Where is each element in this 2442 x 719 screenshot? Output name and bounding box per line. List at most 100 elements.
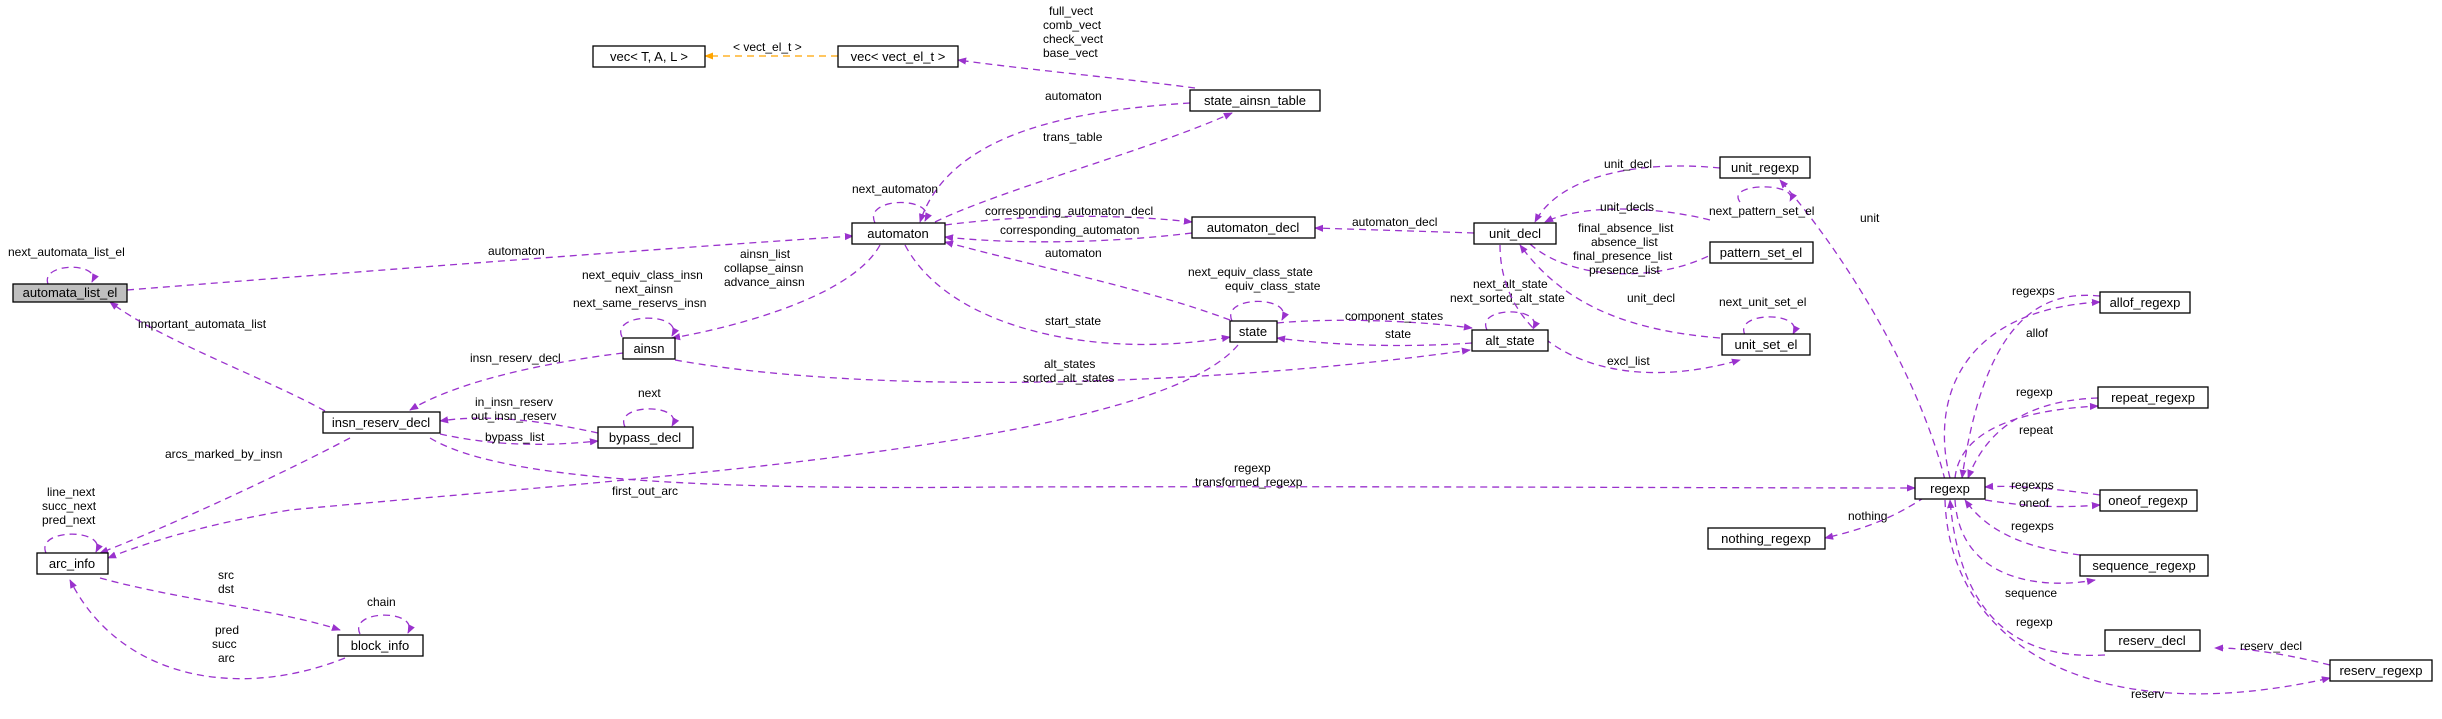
edge-label: important_automata_list [138,317,267,331]
node-unit-regexp[interactable]: unit_regexp [1719,156,1811,179]
edge-pred-succ-arc [69,579,346,680]
edge-label: advance_ainsn [724,275,805,289]
edge-unit [1779,179,1946,481]
node-label: ainsn [633,341,664,356]
edge-automaton-decl [1314,224,1475,234]
edge-regexp [429,437,1916,492]
node-arc-info[interactable]: arc_info [36,552,109,575]
edge-label: final_presence_list [1573,249,1673,263]
node-label: oneof_regexp [2108,493,2188,508]
node-state-ainsn-table[interactable]: state_ainsn_table [1189,89,1321,112]
edge-label: automaton_decl [1352,215,1437,229]
node-block-info[interactable]: block_info [337,634,424,657]
edge-state-self [1230,300,1289,322]
nodes: automata_list_el vec< T, A, L > vec< vec… [12,45,2433,682]
edge-label: presence_list [1589,263,1660,277]
edge-label: collapse_ainsn [724,261,803,275]
edge-pattern-lists [1529,243,1721,275]
node-alt-state[interactable]: alt_state [1471,329,1549,352]
node-label: allof_regexp [2110,295,2181,310]
edge-label: next_automata_list_el [8,245,125,259]
node-label: pattern_set_el [1720,245,1803,260]
edge-label: automaton [488,244,545,258]
edge-label: excl_list [1607,354,1650,368]
edge-label: corresponding_automaton [1000,223,1139,237]
edge-oneof [1984,499,2101,510]
edge-label: comb_vect [1043,18,1102,32]
edge-nothing [1824,496,1926,540]
node-automata-list-el[interactable]: automata_list_el [12,283,128,303]
edge-label: next_alt_state [1473,277,1548,291]
node-label: unit_set_el [1735,337,1798,352]
edge-label: regexps [2011,478,2054,492]
node-label: insn_reserv_decl [332,415,430,430]
edge-next-automata-list-el [46,266,99,285]
edge-label: regexps [2011,519,2054,533]
edge-label: succ [212,637,237,651]
node-regexp[interactable]: regexp [1914,477,1986,500]
node-repeat-regexp[interactable]: repeat_regexp [2097,386,2209,409]
edge-ainsn-self [620,317,680,338]
edge-corresponding-automaton-decl [944,215,1193,226]
edge-label: sequence [2005,586,2057,600]
edge-label: next_ainsn [615,282,673,296]
node-label: bypass_decl [609,430,681,445]
edge-label: regexp [1234,461,1271,475]
node-reserv-decl[interactable]: reserv_decl [2104,629,2201,652]
node-state[interactable]: state [1229,320,1278,343]
edge-next-automaton [872,201,932,224]
node-pattern-set-el[interactable]: pattern_set_el [1709,241,1814,264]
node-automaton-decl[interactable]: automaton_decl [1191,216,1316,239]
edge-label: src [218,568,234,582]
edge-label: sorted_alt_states [1023,371,1114,385]
edge-arc-self [44,533,103,554]
edge-first-out-arc [107,344,1239,559]
node-label: block_info [351,638,410,653]
edge-excl-list [1499,244,1741,374]
edge-label: start_state [1045,314,1101,328]
edge-ainsn-lists [671,244,881,341]
edge-label: next_equiv_class_insn [582,268,703,282]
edge-label: next_pattern_set_el [1709,204,1814,218]
edge-bypass-list [439,433,599,446]
node-reserv-regexp[interactable]: reserv_regexp [2329,659,2433,682]
node-automaton[interactable]: automaton [851,222,946,245]
node-vec-vect-el-t[interactable]: vec< vect_el_t > [837,45,959,68]
edge-label: check_vect [1043,32,1104,46]
edge-label: arc [218,651,235,665]
node-oneof-regexp[interactable]: oneof_regexp [2099,489,2198,512]
edge-label: in_insn_reserv [475,395,553,409]
node-vec-t-a-l[interactable]: vec< T, A, L > [592,45,706,68]
edge-unit-decl-top [1534,165,1721,223]
edge-next-pattern-set-el [1737,186,1797,203]
node-label: reserv_decl [2118,633,2185,648]
node-insn-reserv-decl[interactable]: insn_reserv_decl [322,411,441,434]
node-label: unit_decl [1489,226,1541,241]
edge-label: dst [218,582,235,596]
node-label: reserv_regexp [2339,663,2422,678]
edge-label: regexp [2016,615,2053,629]
edge-label: equiv_class_state [1225,279,1321,293]
node-ainsn[interactable]: ainsn [622,337,676,360]
edge-label: nothing [1848,509,1887,523]
node-unit-set-el[interactable]: unit_set_el [1721,333,1811,356]
node-allof-regexp[interactable]: allof_regexp [2099,291,2191,314]
node-sequence-regexp[interactable]: sequence_regexp [2079,554,2209,577]
edge-repeat-regexp [1967,397,2099,479]
edge-label: allof [2026,326,2049,340]
edge-important-automata-list [109,301,326,412]
edge-label: final_absence_list [1578,221,1674,235]
edge-label: line_next [47,485,96,499]
node-unit-decl[interactable]: unit_decl [1473,222,1557,245]
node-bypass-decl[interactable]: bypass_decl [597,426,694,449]
edge-unit-decl-alt [1519,244,1721,339]
node-nothing-regexp[interactable]: nothing_regexp [1707,527,1826,550]
edge-label: bypass_list [485,430,545,444]
node-label: regexp [1930,481,1970,496]
node-label: alt_state [1485,333,1534,348]
edge-label: first_out_arc [612,484,678,498]
edge-label: reserv [2131,687,2164,701]
edge-label: unit_decl [1627,291,1675,305]
node-label: vec< vect_el_t > [851,49,946,64]
edge-label: regexp [2016,385,2053,399]
